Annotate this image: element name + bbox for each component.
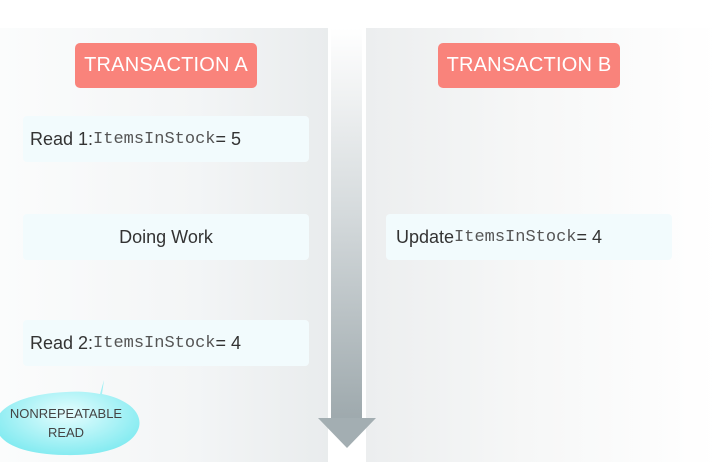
callout-bubble-shape [0, 380, 140, 456]
read2-suffix: = 4 [215, 332, 241, 353]
read2-variable: ItemsInStock [93, 333, 216, 353]
update-suffix: = 4 [576, 226, 602, 247]
callout-text: NONREPEATABLE READ [0, 404, 140, 442]
read2-step: Read 2: ItemsInStock = 4 [23, 320, 309, 366]
read1-step: Read 1: ItemsInStock = 5 [23, 116, 309, 162]
doing-work-label: Doing Work [119, 226, 213, 247]
doing-work-step: Doing Work [23, 214, 309, 260]
read1-prefix: Read 1: [30, 128, 94, 149]
callout-bubble [0, 380, 140, 456]
callout-line2: READ [47, 425, 85, 440]
timeline-arrow-shaft [331, 28, 362, 420]
read2-prefix: Read 2: [30, 332, 94, 353]
read1-suffix: = 5 [215, 128, 241, 149]
update-variable: ItemsInStock [454, 227, 577, 247]
read1-variable: ItemsInStock [93, 129, 216, 149]
transaction-a-header: TRANSACTION A [75, 43, 257, 88]
update-step: Update ItemsInStock = 4 [386, 214, 672, 260]
timeline-arrow-head [318, 418, 376, 448]
transaction-b-header: TRANSACTION B [438, 43, 620, 88]
timeline-arrow [318, 28, 376, 448]
callout-line1: NONREPEATABLE [9, 406, 123, 421]
update-prefix: Update [396, 226, 455, 247]
